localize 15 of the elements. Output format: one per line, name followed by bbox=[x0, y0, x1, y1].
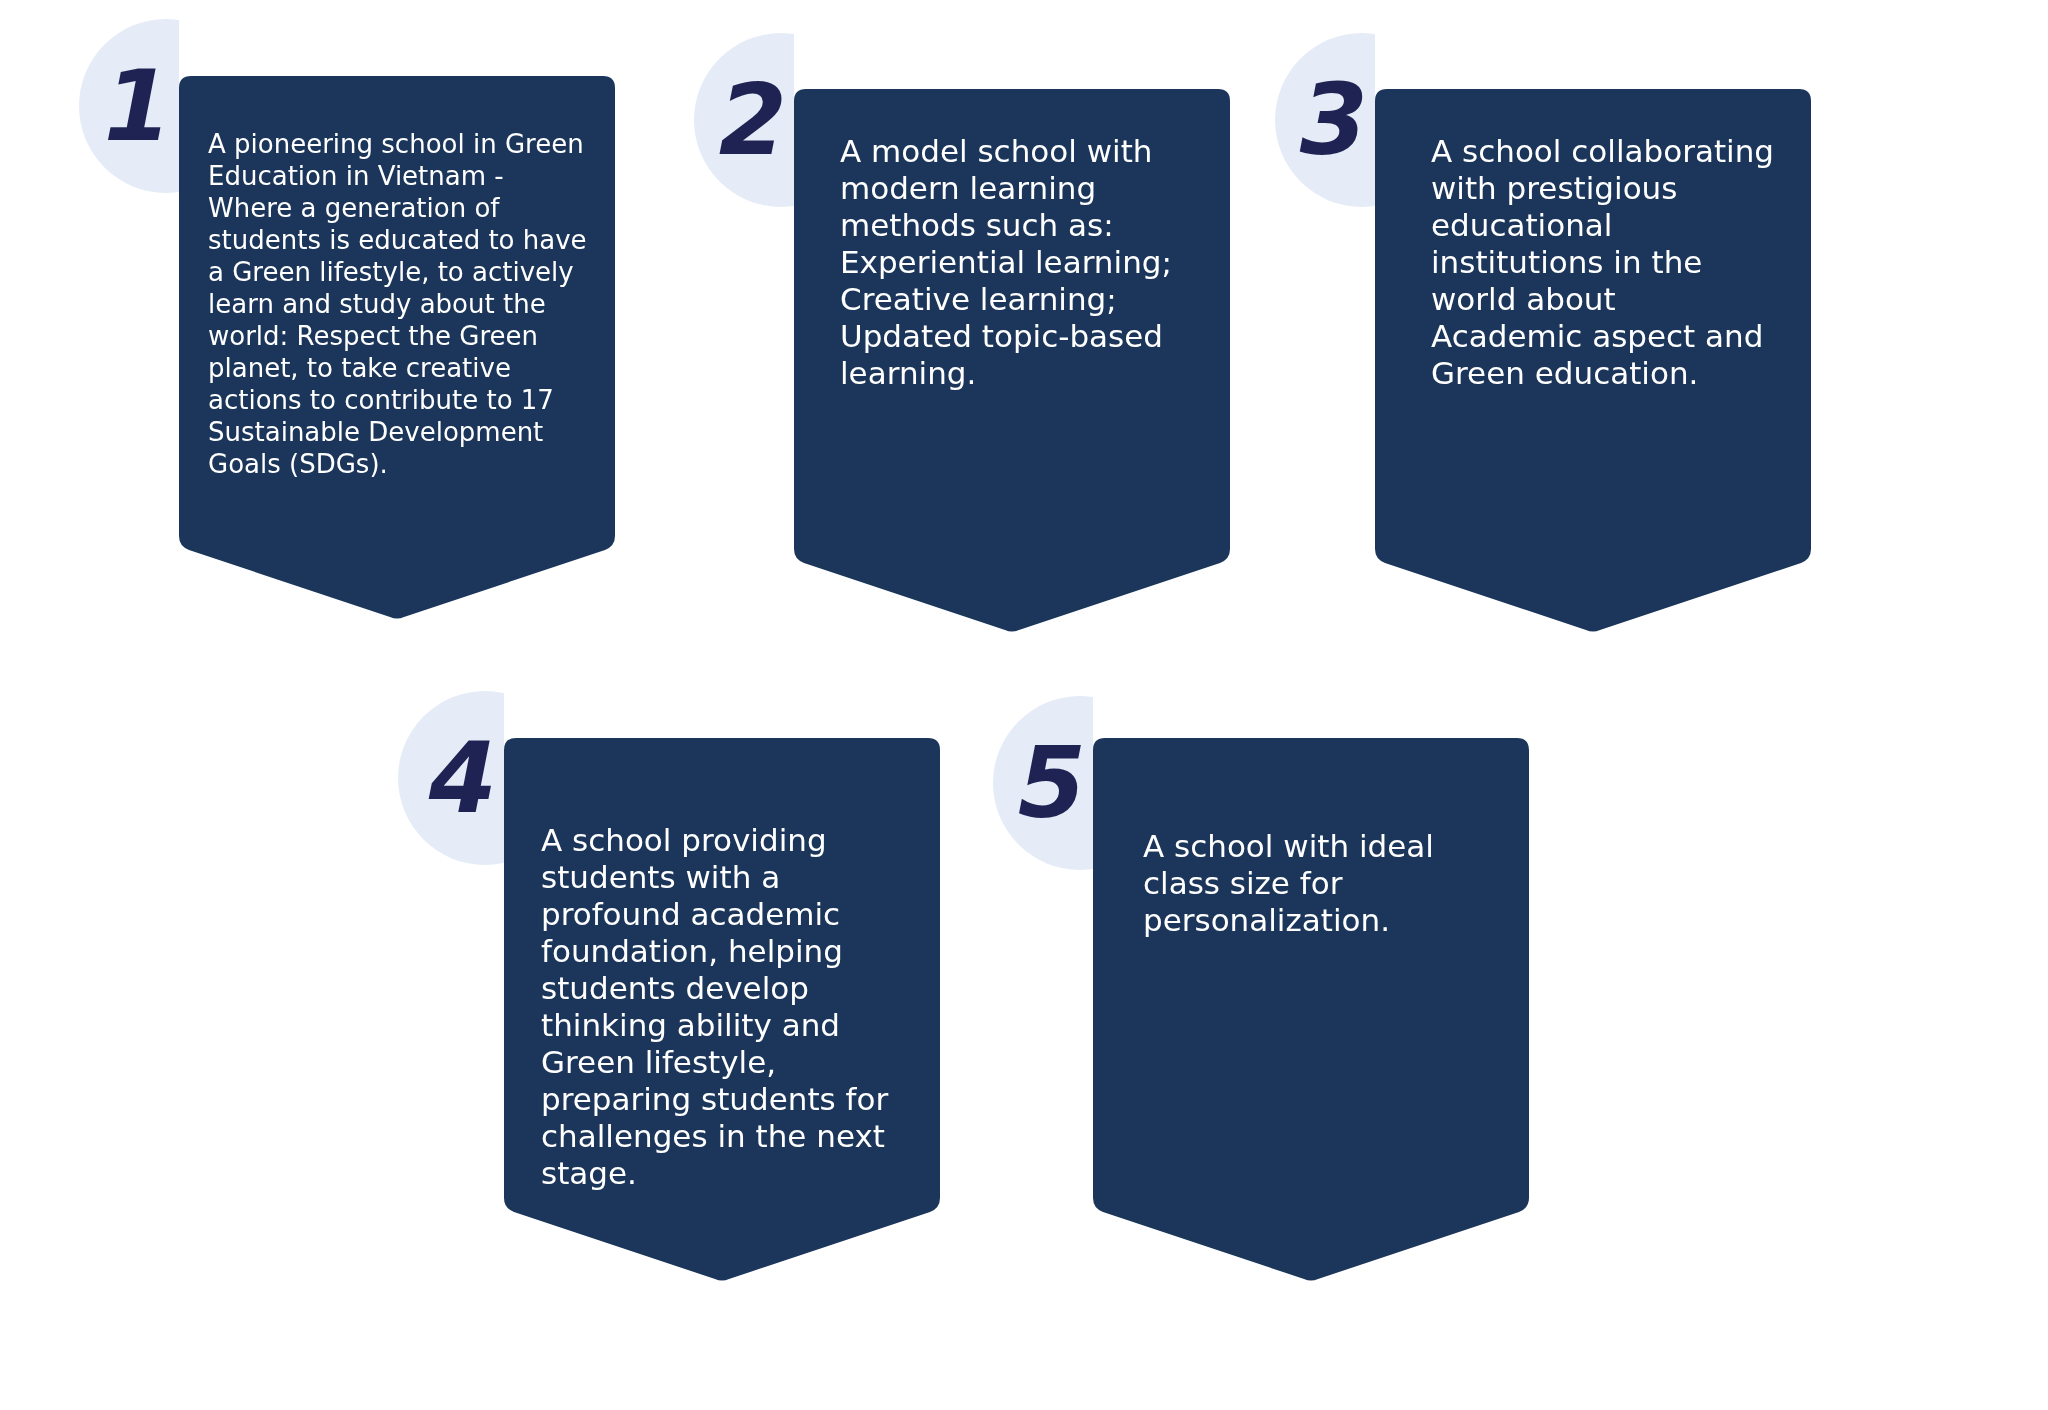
chevron-card bbox=[504, 738, 940, 1282]
description-text: A model school with modern learning methods such as: Experiential learning; Creative learning; Updated topic-based learning. bbox=[840, 133, 1173, 392]
step-number: 2 bbox=[718, 71, 788, 169]
step-number: 3 bbox=[1299, 71, 1369, 169]
description-text: A pioneering school in Green Education in Vietnam - Where a generation of students is educated to have a Green lifestyle, to actively learn and study about the world: Respect the Green planet, to take creative actions to contribute to 17 Sustainable Development Goals (SDGs). bbox=[208, 128, 588, 480]
step-number: 1 bbox=[103, 57, 173, 155]
step-number: 4 bbox=[428, 729, 498, 827]
description-text: A school providing students with a profound academic foundation, helping students develop thinking ability and Green lifestyle, preparing students for challenges in the next stage. bbox=[541, 822, 890, 1192]
chevron-card bbox=[794, 89, 1230, 633]
chevron-card bbox=[179, 76, 615, 620]
chevron-card bbox=[1093, 738, 1529, 1282]
description-text: A school with ideal class size for personalization. bbox=[1143, 828, 1435, 939]
chevron-card bbox=[1375, 89, 1811, 633]
step-number: 5 bbox=[1017, 734, 1087, 832]
description-text: A school collaborating with prestigious educational institutions in the world about Academic aspect and Green education. bbox=[1431, 133, 1775, 392]
